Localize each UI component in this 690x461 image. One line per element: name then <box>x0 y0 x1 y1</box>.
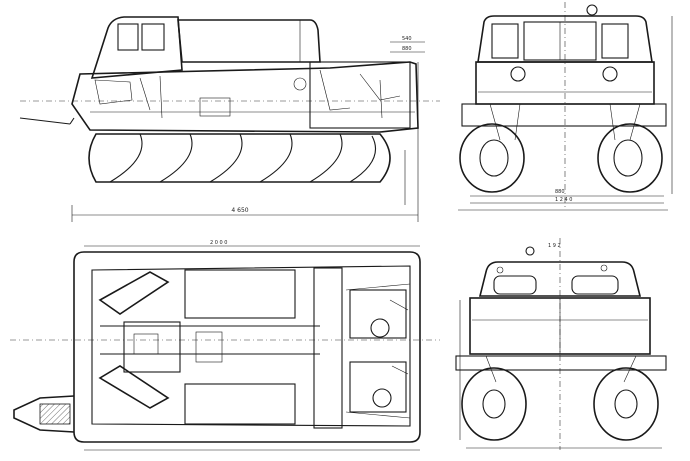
side-float-drum <box>88 133 391 183</box>
front-frame <box>461 103 667 127</box>
side-internal-details <box>94 69 401 119</box>
plan-plate-label: 2 0 0 0 <box>210 240 228 246</box>
front-view: 880 1 2 4 0 <box>458 2 673 211</box>
plan-engine-left <box>349 289 407 339</box>
front-suspension <box>489 103 641 141</box>
side-dim-length-label: 4 650 <box>231 207 248 214</box>
side-view: 4 650 540 880 <box>19 16 440 222</box>
front-window-left <box>491 23 519 59</box>
plan-seat <box>133 333 159 355</box>
side-engine-bay <box>309 61 411 129</box>
side-auger-flights <box>109 133 377 183</box>
side-cab <box>90 16 183 79</box>
plan-compartment-top <box>184 269 296 319</box>
plan-cab-floor <box>123 321 181 373</box>
side-cab-window-1 <box>117 23 139 51</box>
plan-cab-strut-bottom <box>98 365 170 409</box>
side-hull <box>71 61 419 133</box>
plan-nose-hatch <box>39 403 71 425</box>
side-tow-bar <box>19 117 75 125</box>
rear-view: 1 9 2 <box>455 238 667 450</box>
front-dim-b-label: 1 2 4 0 <box>555 197 573 203</box>
front-headlight-left <box>510 66 526 82</box>
rear-frame <box>455 355 667 371</box>
side-fuel-tank <box>199 97 231 117</box>
plan-battery <box>195 331 223 363</box>
plan-nose-cone <box>13 395 75 433</box>
front-beacon <box>586 4 598 16</box>
plan-cab-strut-top <box>98 271 170 315</box>
rear-dim-top-label: 1 9 2 <box>548 243 561 249</box>
rear-wheel-left <box>461 367 527 441</box>
side-component <box>293 77 307 91</box>
front-window-right <box>601 23 629 59</box>
front-wheel-left <box>459 123 525 193</box>
front-cab <box>477 15 653 63</box>
rear-window-right <box>571 275 619 295</box>
side-dim-a-label: 540 <box>402 36 412 42</box>
side-cab-window-2 <box>141 23 165 51</box>
plan-view: 2 0 0 0 <box>10 240 440 451</box>
plan-hull-outline <box>73 251 421 443</box>
plan-compartment-bottom <box>184 383 296 425</box>
plan-inner-hull <box>91 265 411 427</box>
front-dim-a-label: 880 <box>555 189 565 195</box>
side-upper-body <box>177 19 321 63</box>
rear-wheel-right <box>593 367 659 441</box>
rear-suspension <box>485 355 637 383</box>
rear-beacon <box>525 246 535 256</box>
rear-window-left <box>493 275 537 295</box>
front-wheel-right <box>597 123 663 193</box>
plan-engine-right <box>349 361 407 413</box>
rear-roof <box>478 261 642 297</box>
plan-engine-bulkhead <box>313 267 343 429</box>
side-dim-b-label: 880 <box>402 46 412 52</box>
plan-engine-details <box>345 283 411 419</box>
front-headlight-right <box>602 66 618 82</box>
